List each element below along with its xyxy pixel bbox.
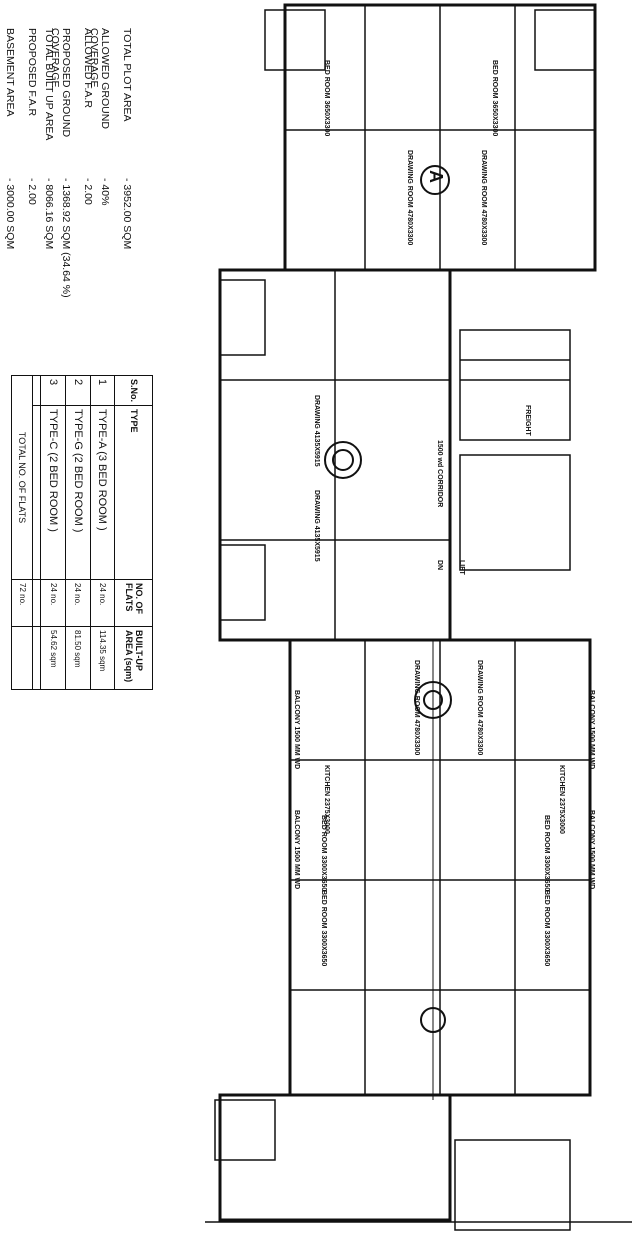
label-drawing-room: DRAWING ROOM 4780X3300: [476, 660, 483, 756]
header-flats: NO. OF FLATS: [114, 579, 153, 627]
label-bed-room: BED ROOM 3300X3650: [320, 815, 327, 892]
info-row: PROPOSED GROUND COVERAGE - 1368.92 SQM (3…: [49, 28, 73, 388]
cell: 114.35 sqm: [90, 626, 115, 690]
cell: 24 no.: [40, 579, 66, 627]
cell: 24 no.: [90, 579, 115, 627]
label-drawing: DRAWING 4135X5915: [313, 395, 320, 467]
block-a-marker: A: [426, 170, 446, 183]
info-label: ALLOWED F.A.R: [82, 28, 94, 108]
label-bed-room: BED ROOM 3650X3300: [323, 60, 330, 137]
table-header-row: S.No. TYPE NO. OF FLATS BUILT-UP AREA (s…: [114, 375, 153, 690]
floor-plan: BED ROOM 3650X3300 BED ROOM 3650X3300 DR…: [205, 0, 632, 1244]
info-value: - 1368.92 SQM (34.64 %): [60, 178, 72, 298]
info-value: - 3000.00 SQM: [4, 178, 16, 250]
info-value: - 2.00: [82, 178, 94, 205]
floor-plan-drawing: [205, 3, 632, 1231]
label-corridor: 1500 wd CORRIDOR: [436, 440, 443, 508]
info-label: PROPOSED F.A.R: [26, 28, 38, 117]
label-bed-room: BED ROOM 3300X3650: [320, 890, 327, 967]
info-label: PROPOSED GROUND COVERAGE: [49, 28, 73, 138]
header-area: BUILT-UP AREA (sqm): [114, 626, 153, 690]
cell: 24 no.: [65, 579, 91, 627]
label-drawing-room: DRAWING ROOM 4780X3300: [480, 150, 487, 246]
info-value: - 40%: [99, 178, 111, 206]
table-spacer-row: [32, 375, 41, 690]
info-value: - 2.00: [26, 178, 38, 205]
label-bed-room: BED ROOM 3650X3300: [491, 60, 498, 137]
label-balcony: BALCONY 1500 MM WD: [588, 810, 595, 890]
cell: TYPE-G (2 BED ROOM ): [65, 405, 91, 580]
cell: TYPE-A (3 BED ROOM ): [90, 405, 115, 580]
circular-features: [324, 165, 452, 1100]
info-label: TOTAL PLOT AREA: [121, 28, 133, 122]
cell: 1: [90, 375, 115, 406]
info-row: TOTAL BUILT UP AREA - 8066.16 SQM: [42, 28, 55, 388]
info-row: TOTAL PLOT AREA - 3952.00 SQM: [120, 28, 133, 388]
label-balcony: BALCONY 1500 MM WD: [588, 690, 595, 770]
cell: TYPE-C (2 BED ROOM ): [40, 405, 66, 580]
info-label: ALLOWED GROUND COVERAGE: [88, 28, 112, 129]
info-value: - 3952.00 SQM: [121, 178, 133, 250]
label-stairs-down: DN: [436, 560, 443, 571]
info-label: TOTAL BUILT UP AREA: [43, 28, 55, 141]
info-label: BASEMENT AREA: [4, 28, 16, 117]
header-sno: S.No.: [114, 375, 153, 406]
label-drawing: DRAWING 4135X5915: [313, 490, 320, 562]
info-row: BASEMENT AREA - 3000.00 SQM: [3, 28, 16, 388]
stair-core: [454, 329, 571, 1231]
label-kitchen: KITCHEN 2375X3000: [558, 765, 565, 834]
info-row: ALLOWED F.A.R - 2.00: [81, 28, 94, 388]
cell: 54.62 sqm: [40, 626, 66, 690]
info-row: PROPOSED F.A.R - 2.00: [25, 28, 38, 388]
header-type: TYPE: [114, 405, 153, 580]
label-drawing-room: DRAWING ROOM 4780X3300: [413, 660, 420, 756]
info-row: ALLOWED GROUND COVERAGE - 40%: [88, 28, 112, 388]
label-freight-lift: FREIGHT: [524, 405, 531, 436]
label-bed-room: BED ROOM 3300X3650: [543, 890, 550, 967]
label-lift: LIFT: [458, 560, 465, 575]
label-drawing-room: DRAWING ROOM 4780X3300: [406, 150, 413, 246]
info-value: - 8066.16 SQM: [43, 178, 55, 250]
site-info-block: TOTAL PLOT AREA - 3952.00 SQM ALLOWED GRO…: [0, 28, 133, 388]
cell: 81.50 sqm: [65, 626, 91, 690]
label-balcony: BALCONY 1500 MM WD: [293, 810, 300, 890]
label-balcony: BALCONY 1500 MM WD: [293, 690, 300, 770]
label-bed-room: BED ROOM 3300X3650: [543, 815, 550, 892]
total-value: 72 no.: [11, 579, 33, 627]
flat-summary-table: S.No. TYPE NO. OF FLATS BUILT-UP AREA (s…: [11, 375, 153, 690]
total-label: TOTAL NO. OF FLATS: [11, 375, 33, 580]
cell: 2: [65, 375, 91, 406]
cell: 3: [40, 375, 66, 406]
